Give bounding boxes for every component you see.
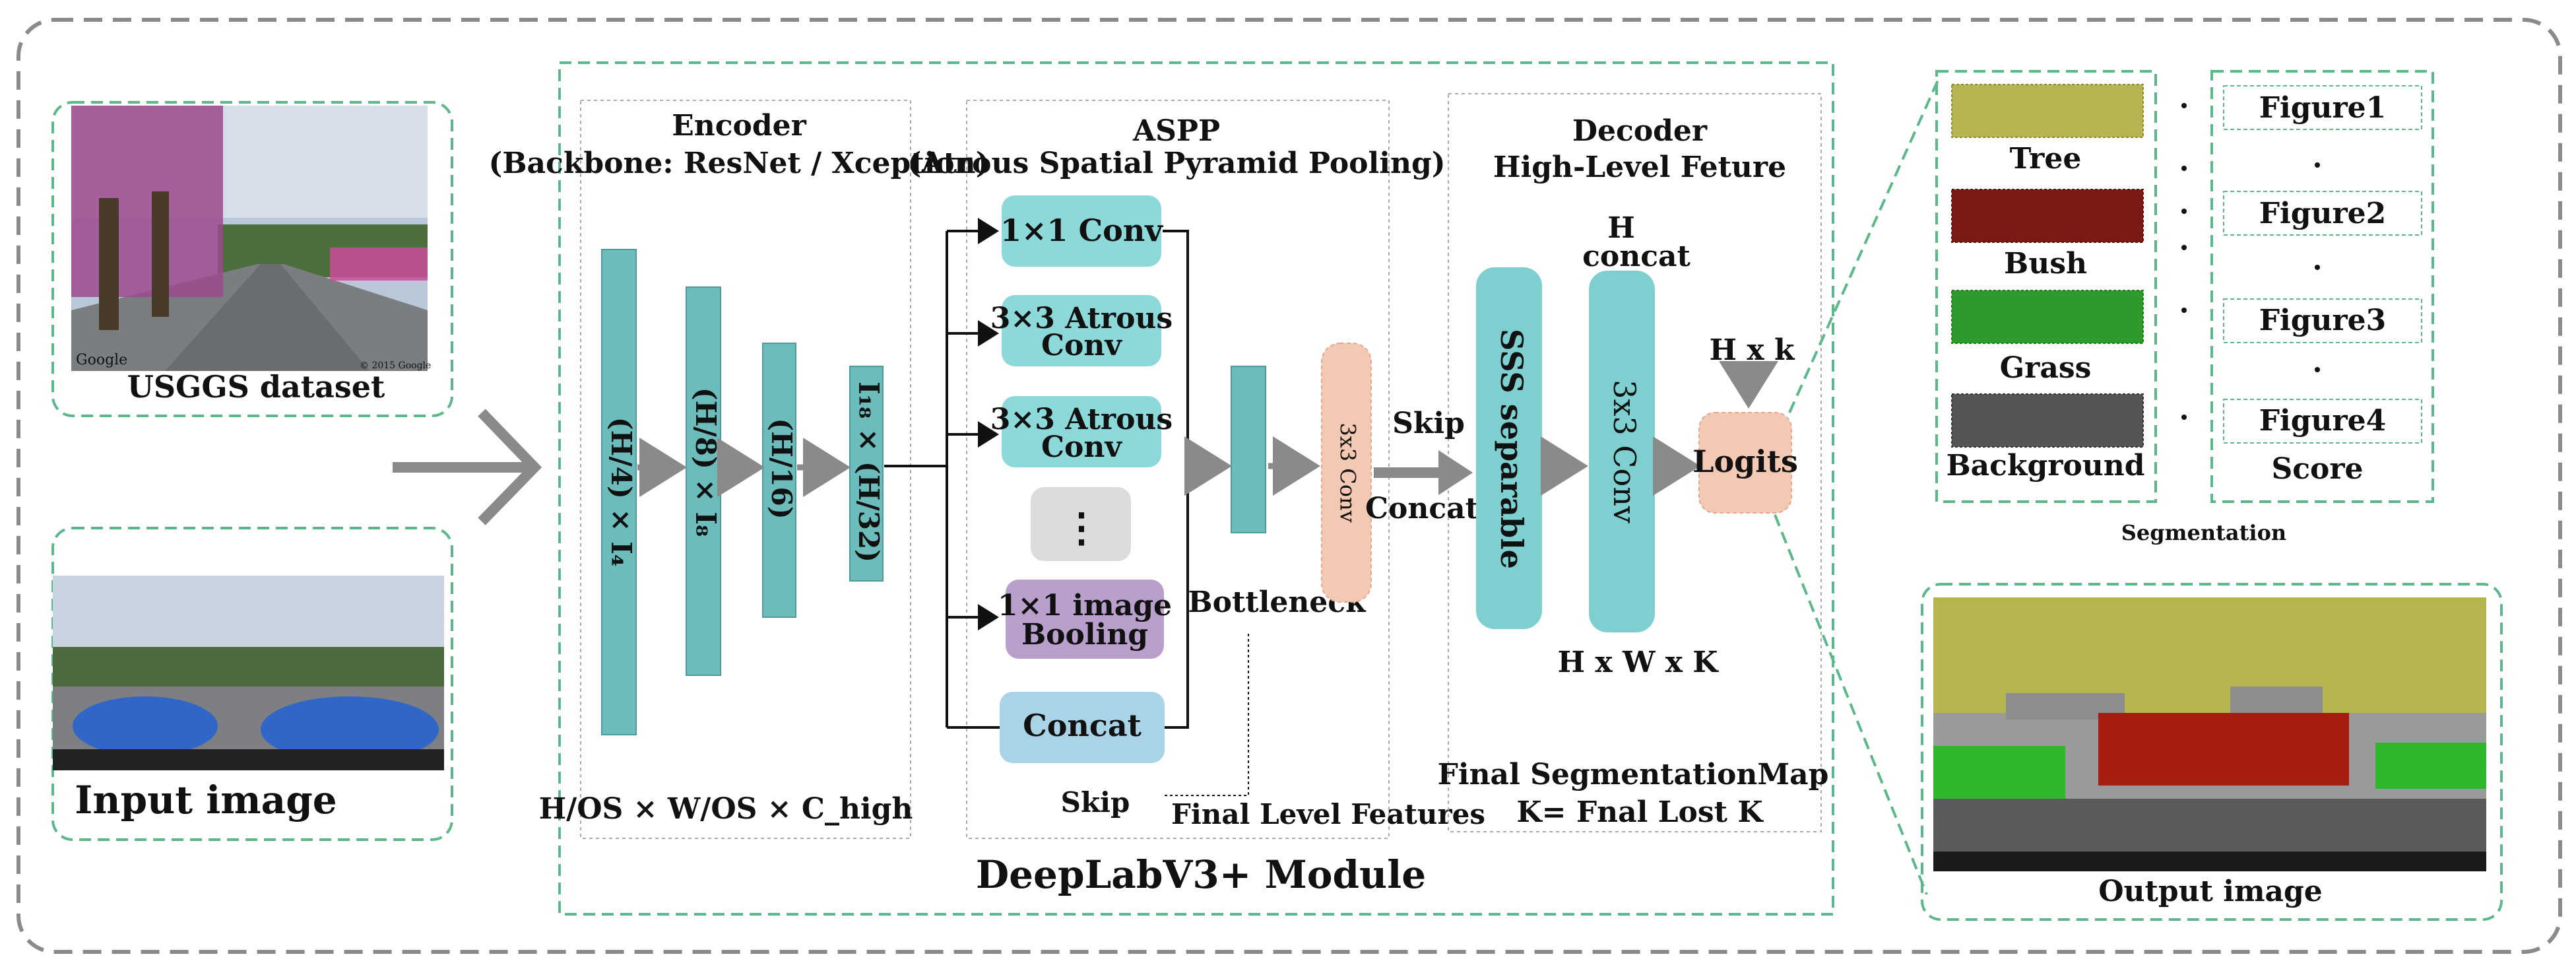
encoder-bar-2-label: (H/8) × I₈ — [690, 387, 722, 537]
encoder-footer: H/OS × W/OS × C_high — [539, 792, 913, 826]
aspp-atrous-2 — [1002, 396, 1161, 467]
encoder-bar-4-label: I₁₈ × (H/32) — [853, 382, 885, 562]
aspp-title: ASPP — [1132, 114, 1220, 148]
google-mark: Google — [76, 352, 127, 368]
encoder-subtitle: (Backbone: ResNet / Xception) — [489, 147, 990, 180]
skip-path — [1163, 634, 1249, 796]
aspp-concat-label: Concat — [1023, 708, 1142, 743]
zoom-line-bottom — [1774, 514, 1928, 895]
legend-label-tree: Tree — [2010, 142, 2082, 176]
decoder-conv3x3-label: 3x3 Conv — [1607, 380, 1642, 523]
aspp-atrous-2-line2: Conv — [1041, 430, 1122, 464]
dataset-caption: USGGS dataset — [127, 369, 385, 405]
aspp-atrous-1-line1: 3×3 Atrous — [990, 302, 1173, 335]
legend-swatch-grass — [1951, 290, 2144, 344]
decoder-title: Decoder — [1572, 114, 1708, 148]
legend-dots — [2181, 103, 2320, 420]
legend-swatch-bush — [1951, 189, 2144, 243]
aspp-atrous-1 — [1002, 295, 1161, 366]
figure3-box — [2223, 298, 2422, 343]
figure4-label: Figure4 — [2259, 404, 2387, 438]
input-arrow — [393, 409, 542, 525]
output-caption: Output image — [2098, 875, 2323, 908]
decoder-conv3x3 — [1589, 271, 1655, 632]
skip-bottom-label: Skip — [1061, 786, 1130, 819]
sss-separable — [1476, 267, 1542, 629]
sss-separable-label: SSS separable — [1494, 329, 1530, 569]
figure3-label: Figure3 — [2259, 304, 2387, 337]
aspp-atrous-1-line2: Conv — [1041, 329, 1122, 362]
encoder-title: Encoder — [672, 109, 806, 143]
decoder-h-top: H — [1607, 211, 1635, 245]
legend-frame — [1935, 70, 2157, 503]
outer-frame — [16, 18, 2562, 954]
bottleneck-bar — [1231, 366, 1266, 533]
aspp-conv1x1-label: 1×1 Conv — [1000, 213, 1163, 248]
logits-label: Logits — [1692, 444, 1798, 479]
segmentation-label: Segmentation — [2121, 520, 2286, 545]
figure2-label: Figure2 — [2259, 197, 2387, 230]
score-label: Score — [2271, 452, 2363, 486]
dataset-photo: Google © 2015 Google — [71, 106, 431, 371]
aspp-atrous-2-line1: 3×3 Atrous — [990, 403, 1173, 436]
encoder-bar-1-label: (H/4) × I₄ — [605, 417, 637, 566]
decoder-skip-label: Skip — [1392, 407, 1465, 440]
output-image — [1933, 597, 2486, 871]
aspp-conv3x3 — [1321, 343, 1372, 603]
legend-label-background: Background — [1946, 449, 2144, 483]
module-frame — [558, 61, 1834, 916]
copyright-mark: © 2015 Google — [360, 360, 431, 371]
final-level-label: Final Level Features — [1171, 798, 1485, 830]
module-title: DeepLabV3+ Module — [976, 852, 1426, 897]
aspp-conv3x3-label: 3x3 Conv — [1336, 422, 1361, 522]
decoder-k-eq: K= Fnal Lost K — [1516, 795, 1764, 829]
aspp-ellipsis: ⋮ — [1062, 505, 1101, 551]
aspp-image-pooling-line2: Booling — [1021, 618, 1148, 652]
legend-label-grass: Grass — [2000, 351, 2092, 385]
decoder-frame — [1448, 93, 1822, 832]
decoder-hwk: H x W x K — [1558, 646, 1720, 679]
decoder-subtitle: High-Level Feture — [1493, 151, 1786, 184]
aspp-image-pooling-line1: 1×1 image — [998, 589, 1172, 622]
aspp-subtitle: (Atrous Spatial Pyramid Pooling) — [907, 147, 1445, 180]
legend-swatch-tree — [1951, 84, 2144, 138]
encoder-bar-3-label: (H/16) — [765, 418, 798, 519]
input-photo — [53, 576, 444, 770]
output-frame — [1921, 583, 2503, 921]
aspp-image-pooling — [1006, 580, 1164, 659]
encoder-frame — [580, 100, 911, 839]
figure4-box — [2223, 399, 2422, 444]
skip-concat-arrow — [1374, 450, 1473, 495]
decoder-concat-label: Concat — [1365, 492, 1479, 525]
legend-swatch-background — [1951, 393, 2144, 448]
score-frame — [2210, 70, 2434, 503]
logits-box — [1698, 412, 1792, 514]
aspp-ellipsis-box — [1031, 487, 1131, 561]
aspp-frame — [966, 100, 1390, 839]
encoder-bar-1 — [601, 249, 637, 735]
aspp-conv1x1 — [1002, 195, 1161, 267]
decoder-concat-top: concat — [1582, 240, 1690, 273]
decoder-hk: H x k — [1710, 333, 1795, 367]
legend-label-bush: Bush — [2004, 247, 2087, 281]
figure1-box — [2223, 85, 2422, 130]
input-caption: Input image — [75, 778, 337, 822]
dataset-frame — [51, 101, 453, 417]
figure1-label: Figure1 — [2259, 91, 2387, 125]
aspp-concat — [1000, 692, 1165, 763]
zoom-line-top — [1788, 75, 1941, 413]
figure2-box — [2223, 191, 2422, 236]
decoder-final-map: Final SegmentationMap — [1438, 758, 1829, 791]
